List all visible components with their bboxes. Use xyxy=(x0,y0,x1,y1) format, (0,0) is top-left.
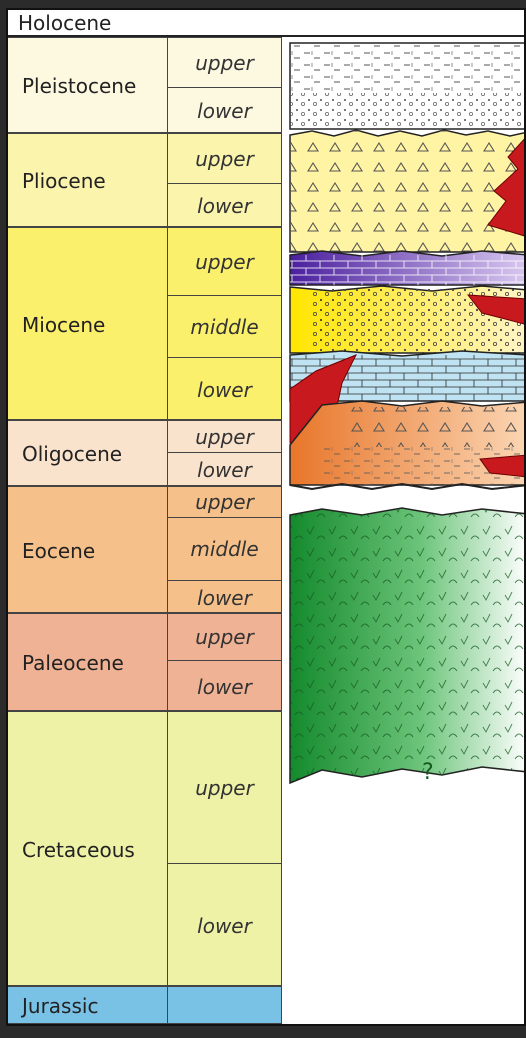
question-mark: ? xyxy=(422,760,434,785)
layer-pliocene xyxy=(290,130,526,252)
subepoch-label: lower xyxy=(168,358,282,421)
subepoch-label: upper xyxy=(168,614,282,661)
subepoch-label: lower xyxy=(168,184,282,228)
subepoch-label: lower xyxy=(168,661,282,712)
layer-purple-limestone xyxy=(290,251,526,285)
holocene-label: Holocene xyxy=(18,11,111,35)
subepoch-label: lower xyxy=(168,453,282,487)
subepoch-label: middle xyxy=(168,296,282,358)
epoch-label: Eocene xyxy=(8,487,168,614)
epoch-label: Miocene xyxy=(8,228,168,421)
subepoch-label: upper xyxy=(168,421,282,453)
subepoch-label: upper xyxy=(168,134,282,184)
layer-orange-clastic xyxy=(290,401,526,489)
subepoch-label: middle xyxy=(168,518,282,581)
epoch-label: Pliocene xyxy=(8,134,168,228)
subepoch-label: upper xyxy=(168,712,282,864)
layer-yellow-conglomerate xyxy=(290,286,526,353)
epoch-label: Oligocene xyxy=(8,421,168,487)
layer-pleistocene xyxy=(290,43,526,129)
epoch-label: Pleistocene xyxy=(8,38,168,134)
holocene-row: Holocene xyxy=(8,10,524,37)
epoch-label: Paleocene xyxy=(8,614,168,712)
lithology-column: ? xyxy=(282,37,526,1026)
subepoch-label: lower xyxy=(168,581,282,614)
subepoch-label: lower xyxy=(168,88,282,134)
epoch-label: Jurassic xyxy=(8,987,168,1025)
subepoch-label: upper xyxy=(168,228,282,296)
subepoch-label: lower xyxy=(168,864,282,987)
epoch-row-jurassic: Jurassic xyxy=(8,986,282,1024)
subepoch-label: upper xyxy=(168,487,282,518)
layer-green-volcanic: ? xyxy=(290,508,526,785)
epoch-label: Cretaceous xyxy=(8,712,168,987)
subepoch-label: upper xyxy=(168,38,282,88)
subepoch-label xyxy=(168,987,282,1025)
